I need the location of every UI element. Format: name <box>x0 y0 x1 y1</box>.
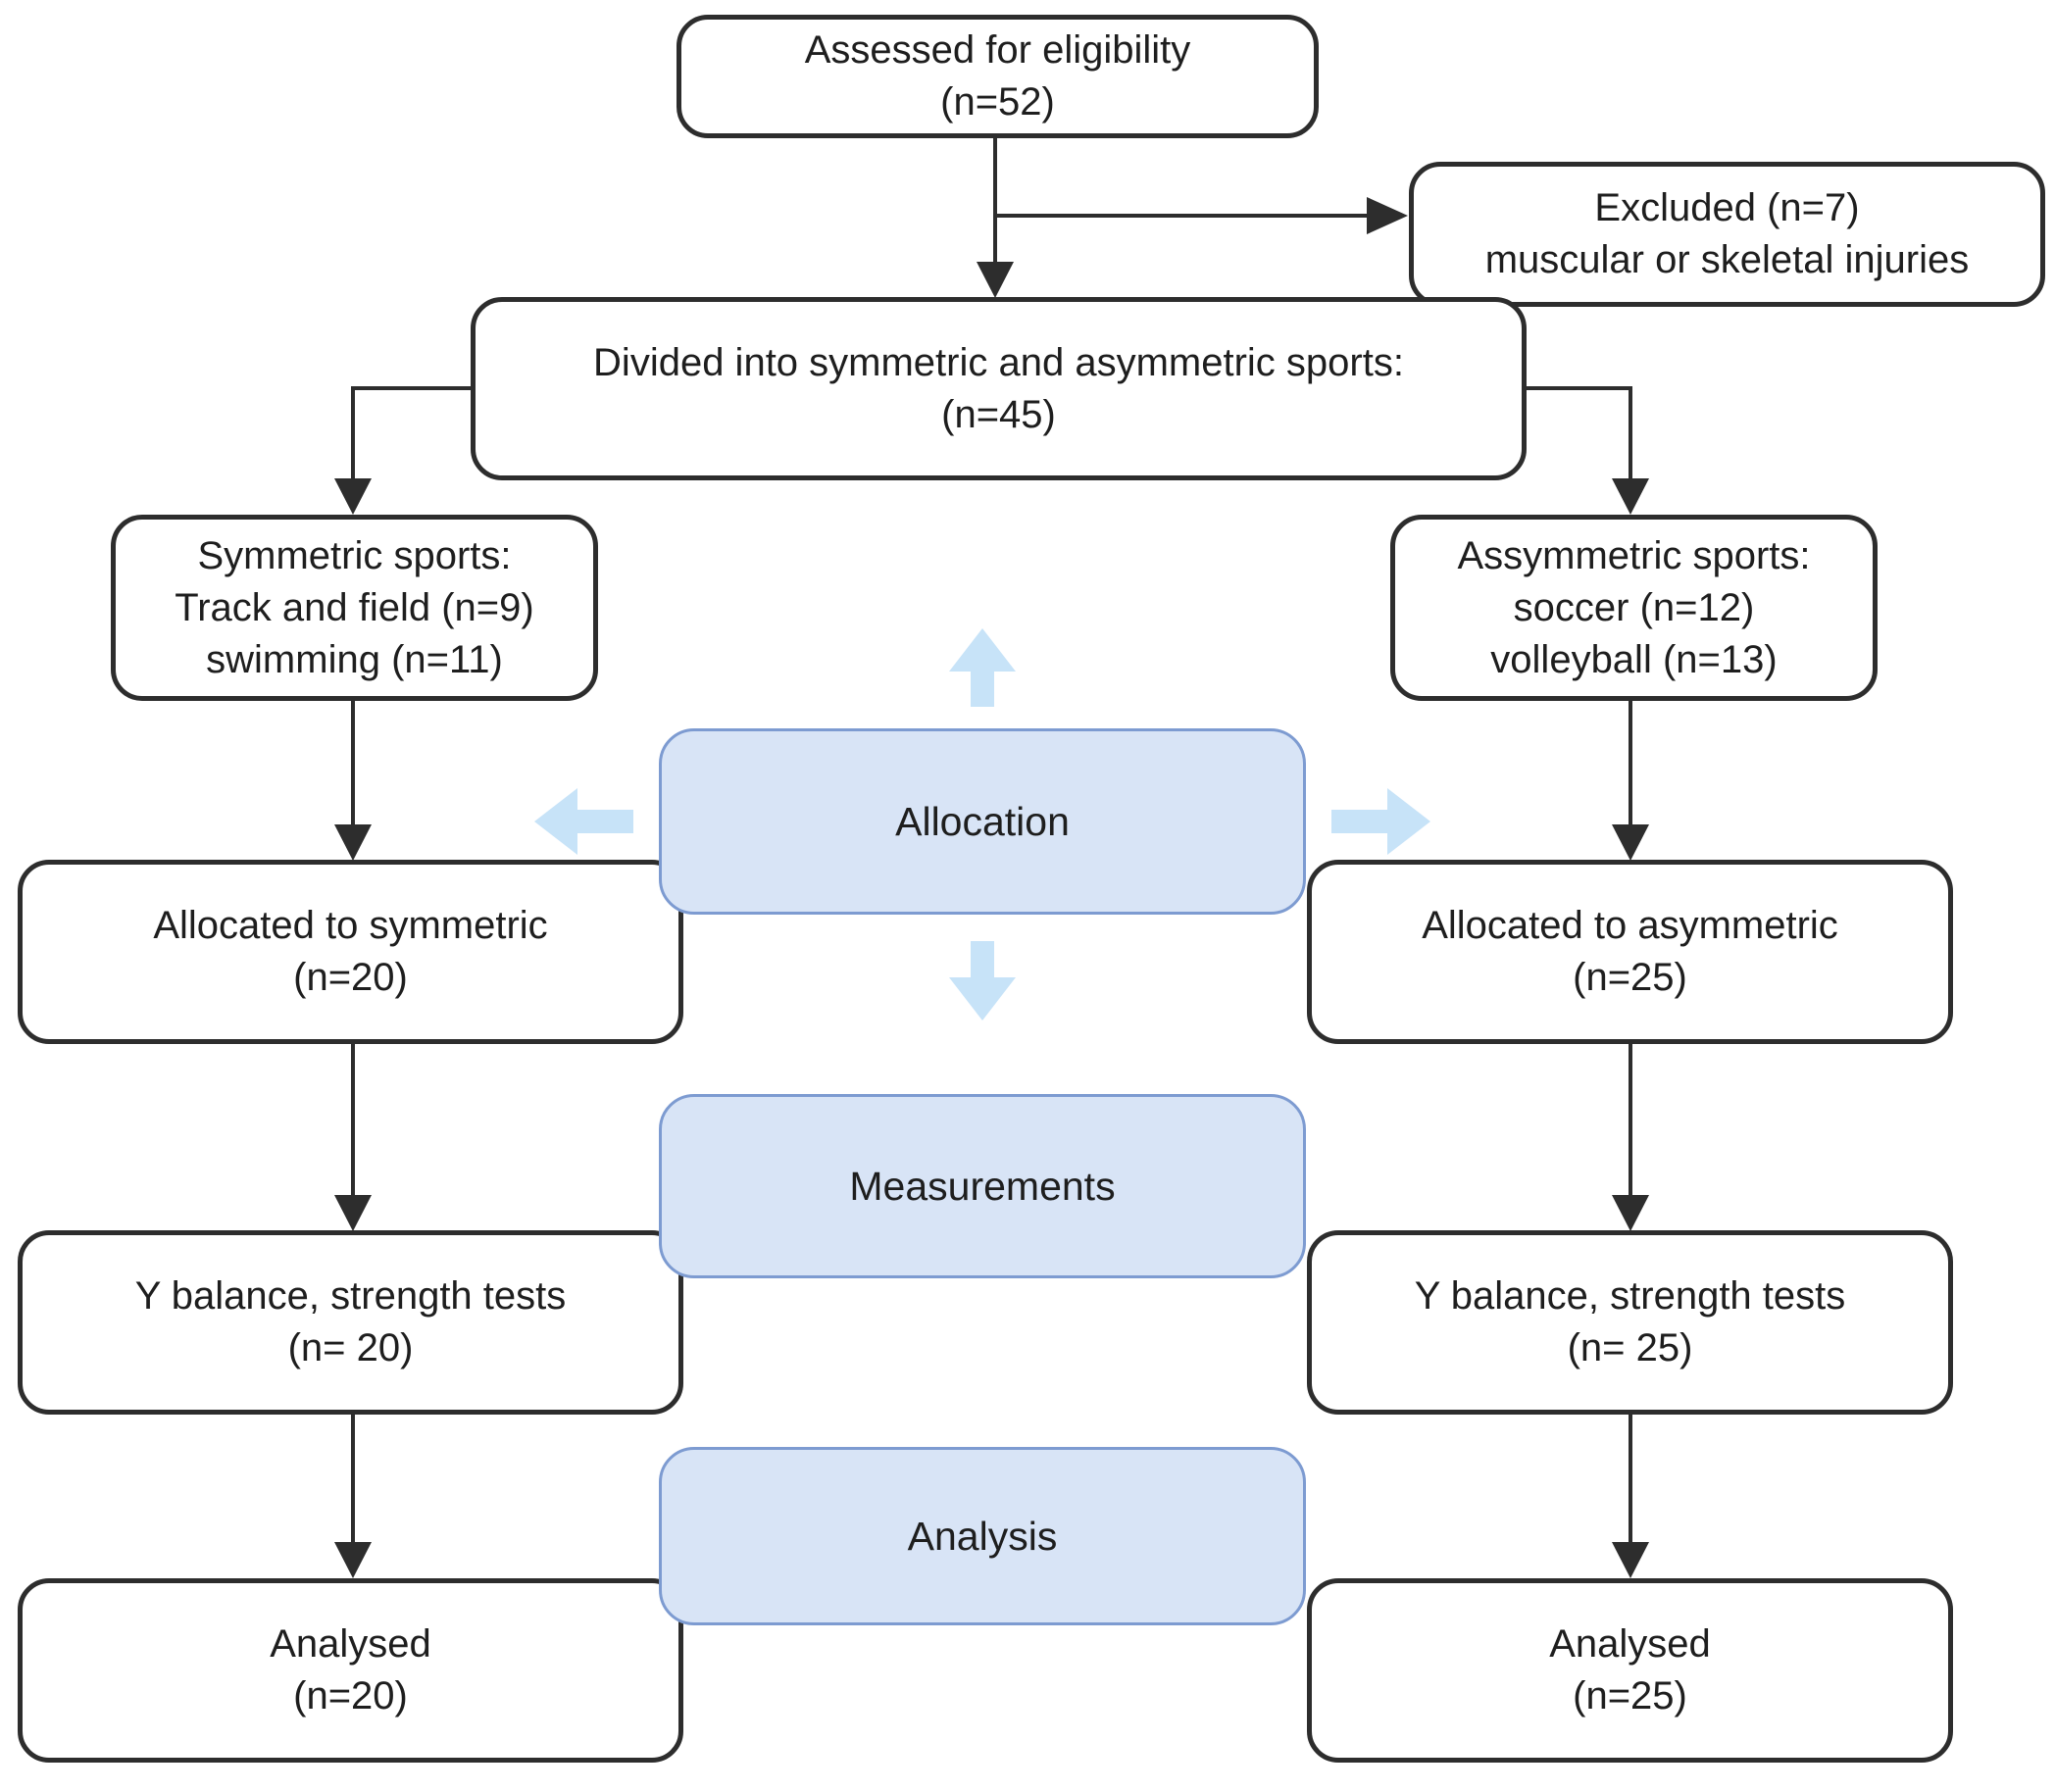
node-measured-asymmetric: Y balance, strength tests (n= 25) <box>1307 1230 1953 1415</box>
node-text: Allocated to asymmetric <box>1422 904 1838 947</box>
pale-right-arrow-icon <box>1331 810 1388 833</box>
connector-divided-left <box>353 386 473 390</box>
node-text: (n= 20) <box>287 1326 414 1369</box>
node-text: Divided into symmetric and asymmetric sp… <box>593 340 1404 384</box>
connector-to-excluded <box>993 214 1368 218</box>
connector-allocated-to-meas-sym <box>351 1044 355 1199</box>
node-text: (n=25) <box>1573 956 1687 999</box>
pale-down-arrow-icon <box>971 941 994 978</box>
node-divided-into-sports: Divided into symmetric and asymmetric sp… <box>471 297 1527 480</box>
arrowhead-meas-sym-icon <box>334 1195 372 1231</box>
connector-assessed-to-divided <box>993 138 997 266</box>
node-allocated-asymmetric: Allocated to asymmetric (n=25) <box>1307 860 1953 1044</box>
arrowhead-asymmetric-sports-icon <box>1612 478 1649 515</box>
stage-analysis: Analysis <box>659 1447 1306 1625</box>
node-text: (n=25) <box>1573 1674 1687 1717</box>
pale-down-arrow-icon <box>949 977 1016 1020</box>
node-allocated-symmetric: Allocated to symmetric (n=20) <box>18 860 683 1044</box>
stage-label: Measurements <box>849 1163 1116 1209</box>
arrowhead-excluded-icon <box>1367 197 1408 234</box>
stage-allocation: Allocation <box>659 728 1306 915</box>
node-text: Track and field (n=9) <box>175 585 534 629</box>
node-text: (n=20) <box>293 956 408 999</box>
node-text: (n= 25) <box>1567 1326 1693 1369</box>
connector-asym-to-allocated <box>1629 701 1632 828</box>
arrowhead-symmetric-sports-icon <box>334 478 372 515</box>
node-text: (n=20) <box>293 1674 408 1717</box>
pale-left-arrow-icon <box>534 788 577 855</box>
node-text: muscular or skeletal injuries <box>1484 238 1970 281</box>
node-text: Symmetric sports: <box>197 533 512 577</box>
pale-up-arrow-icon <box>949 628 1016 672</box>
stage-measurements: Measurements <box>659 1094 1306 1278</box>
node-text: Excluded (n=7) <box>1594 186 1860 229</box>
connector-allocated-to-meas-asym <box>1629 1044 1632 1199</box>
node-text: soccer (n=12) <box>1513 585 1755 629</box>
connector-divided-left-down <box>351 386 355 482</box>
arrowhead-analysed-sym-icon <box>334 1542 372 1578</box>
stage-label: Analysis <box>907 1513 1058 1559</box>
node-text: Y balance, strength tests <box>1414 1274 1846 1318</box>
node-text: (n=45) <box>941 392 1056 436</box>
node-text: Assymmetric sports: <box>1457 533 1811 577</box>
node-text: (n=52) <box>940 80 1055 124</box>
connector-meas-to-analysed-asym <box>1629 1415 1632 1546</box>
connector-meas-to-analysed-sym <box>351 1415 355 1546</box>
pale-right-arrow-icon <box>1387 788 1430 855</box>
arrowhead-allocated-asym-icon <box>1612 824 1649 861</box>
pale-left-arrow-icon <box>576 810 633 833</box>
node-symmetric-sports: Symmetric sports: Track and field (n=9) … <box>111 515 598 701</box>
arrowhead-allocated-sym-icon <box>334 824 372 861</box>
node-analysed-asymmetric: Analysed (n=25) <box>1307 1578 1953 1763</box>
connector-divided-right <box>1525 386 1632 390</box>
node-text: Assessed for eligibility <box>804 28 1191 72</box>
pale-up-arrow-icon <box>971 670 994 707</box>
node-text: volleyball (n=13) <box>1490 637 1778 681</box>
connector-divided-right-down <box>1629 386 1632 482</box>
node-text: Analysed <box>270 1622 431 1666</box>
node-measured-symmetric: Y balance, strength tests (n= 20) <box>18 1230 683 1415</box>
stage-label: Allocation <box>895 798 1070 844</box>
node-asymmetric-sports: Assymmetric sports: soccer (n=12) volley… <box>1390 515 1878 701</box>
arrowhead-divided-icon <box>977 262 1014 298</box>
node-text: Analysed <box>1549 1622 1711 1666</box>
node-excluded: Excluded (n=7) muscular or skeletal inju… <box>1409 162 2045 307</box>
node-text: Y balance, strength tests <box>134 1274 567 1318</box>
node-text: Allocated to symmetric <box>153 904 548 947</box>
connector-sym-to-allocated <box>351 701 355 828</box>
node-assessed-for-eligibility: Assessed for eligibility (n=52) <box>677 15 1319 138</box>
arrowhead-analysed-asym-icon <box>1612 1542 1649 1578</box>
arrowhead-meas-asym-icon <box>1612 1195 1649 1231</box>
node-text: swimming (n=11) <box>206 637 503 681</box>
node-analysed-symmetric: Analysed (n=20) <box>18 1578 683 1763</box>
